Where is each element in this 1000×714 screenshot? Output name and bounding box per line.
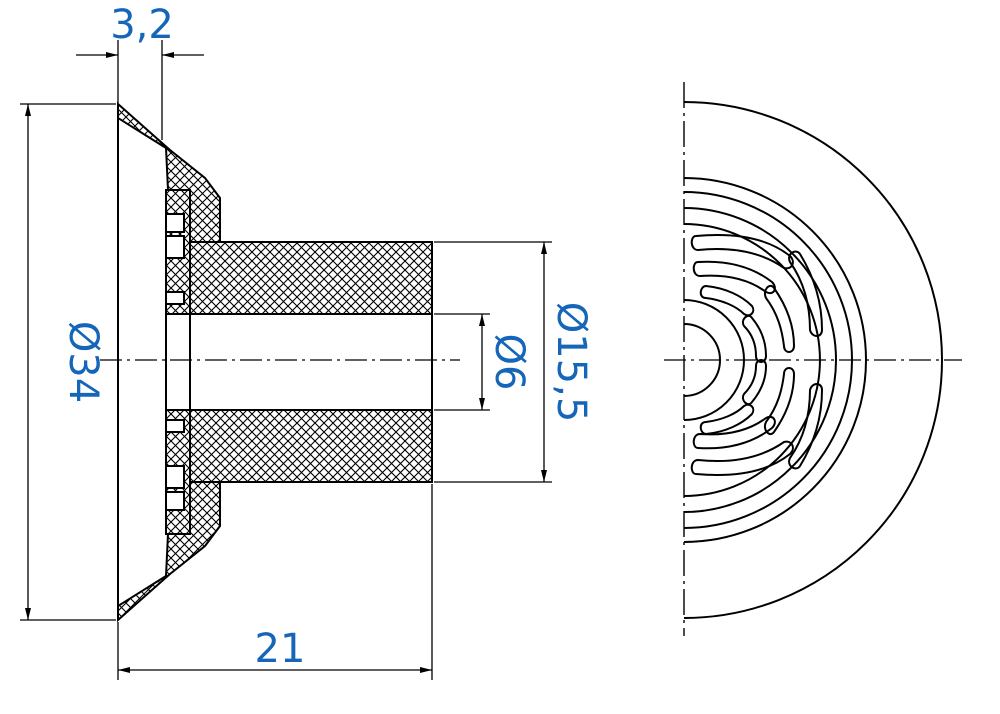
bore [166, 313, 432, 411]
dim-hub-diameter: Ø15,5 [548, 302, 594, 423]
plate-slot [165, 465, 185, 489]
slot [692, 260, 776, 294]
section-view [117, 101, 433, 623]
end-view [683, 101, 943, 619]
slot [788, 383, 824, 470]
slot [690, 233, 794, 270]
flange-arc [683, 177, 867, 543]
slot [699, 284, 755, 317]
plate-slot [165, 213, 185, 233]
slot [690, 440, 794, 477]
slot [788, 250, 824, 337]
slot [764, 367, 796, 436]
dim-thickness: 3,2 [110, 2, 174, 48]
slot [699, 403, 755, 436]
dim-bore-diameter: Ø6 [486, 334, 532, 391]
lower-hub-section [189, 409, 433, 483]
slot [742, 314, 768, 363]
upper-hub-section [189, 241, 433, 315]
slot [692, 416, 776, 450]
plate-slot [165, 235, 185, 259]
slot [742, 359, 768, 406]
outer-rim-arc [683, 101, 943, 619]
plate-slot [165, 419, 185, 433]
dim-outer-diameter: Ø34 [60, 321, 106, 403]
slot [764, 284, 796, 353]
dim-length: 21 [255, 626, 306, 672]
ring-arc [683, 207, 837, 513]
plate-slot [165, 291, 185, 305]
plate-slot [165, 491, 185, 511]
dimension-lines [20, 40, 552, 680]
